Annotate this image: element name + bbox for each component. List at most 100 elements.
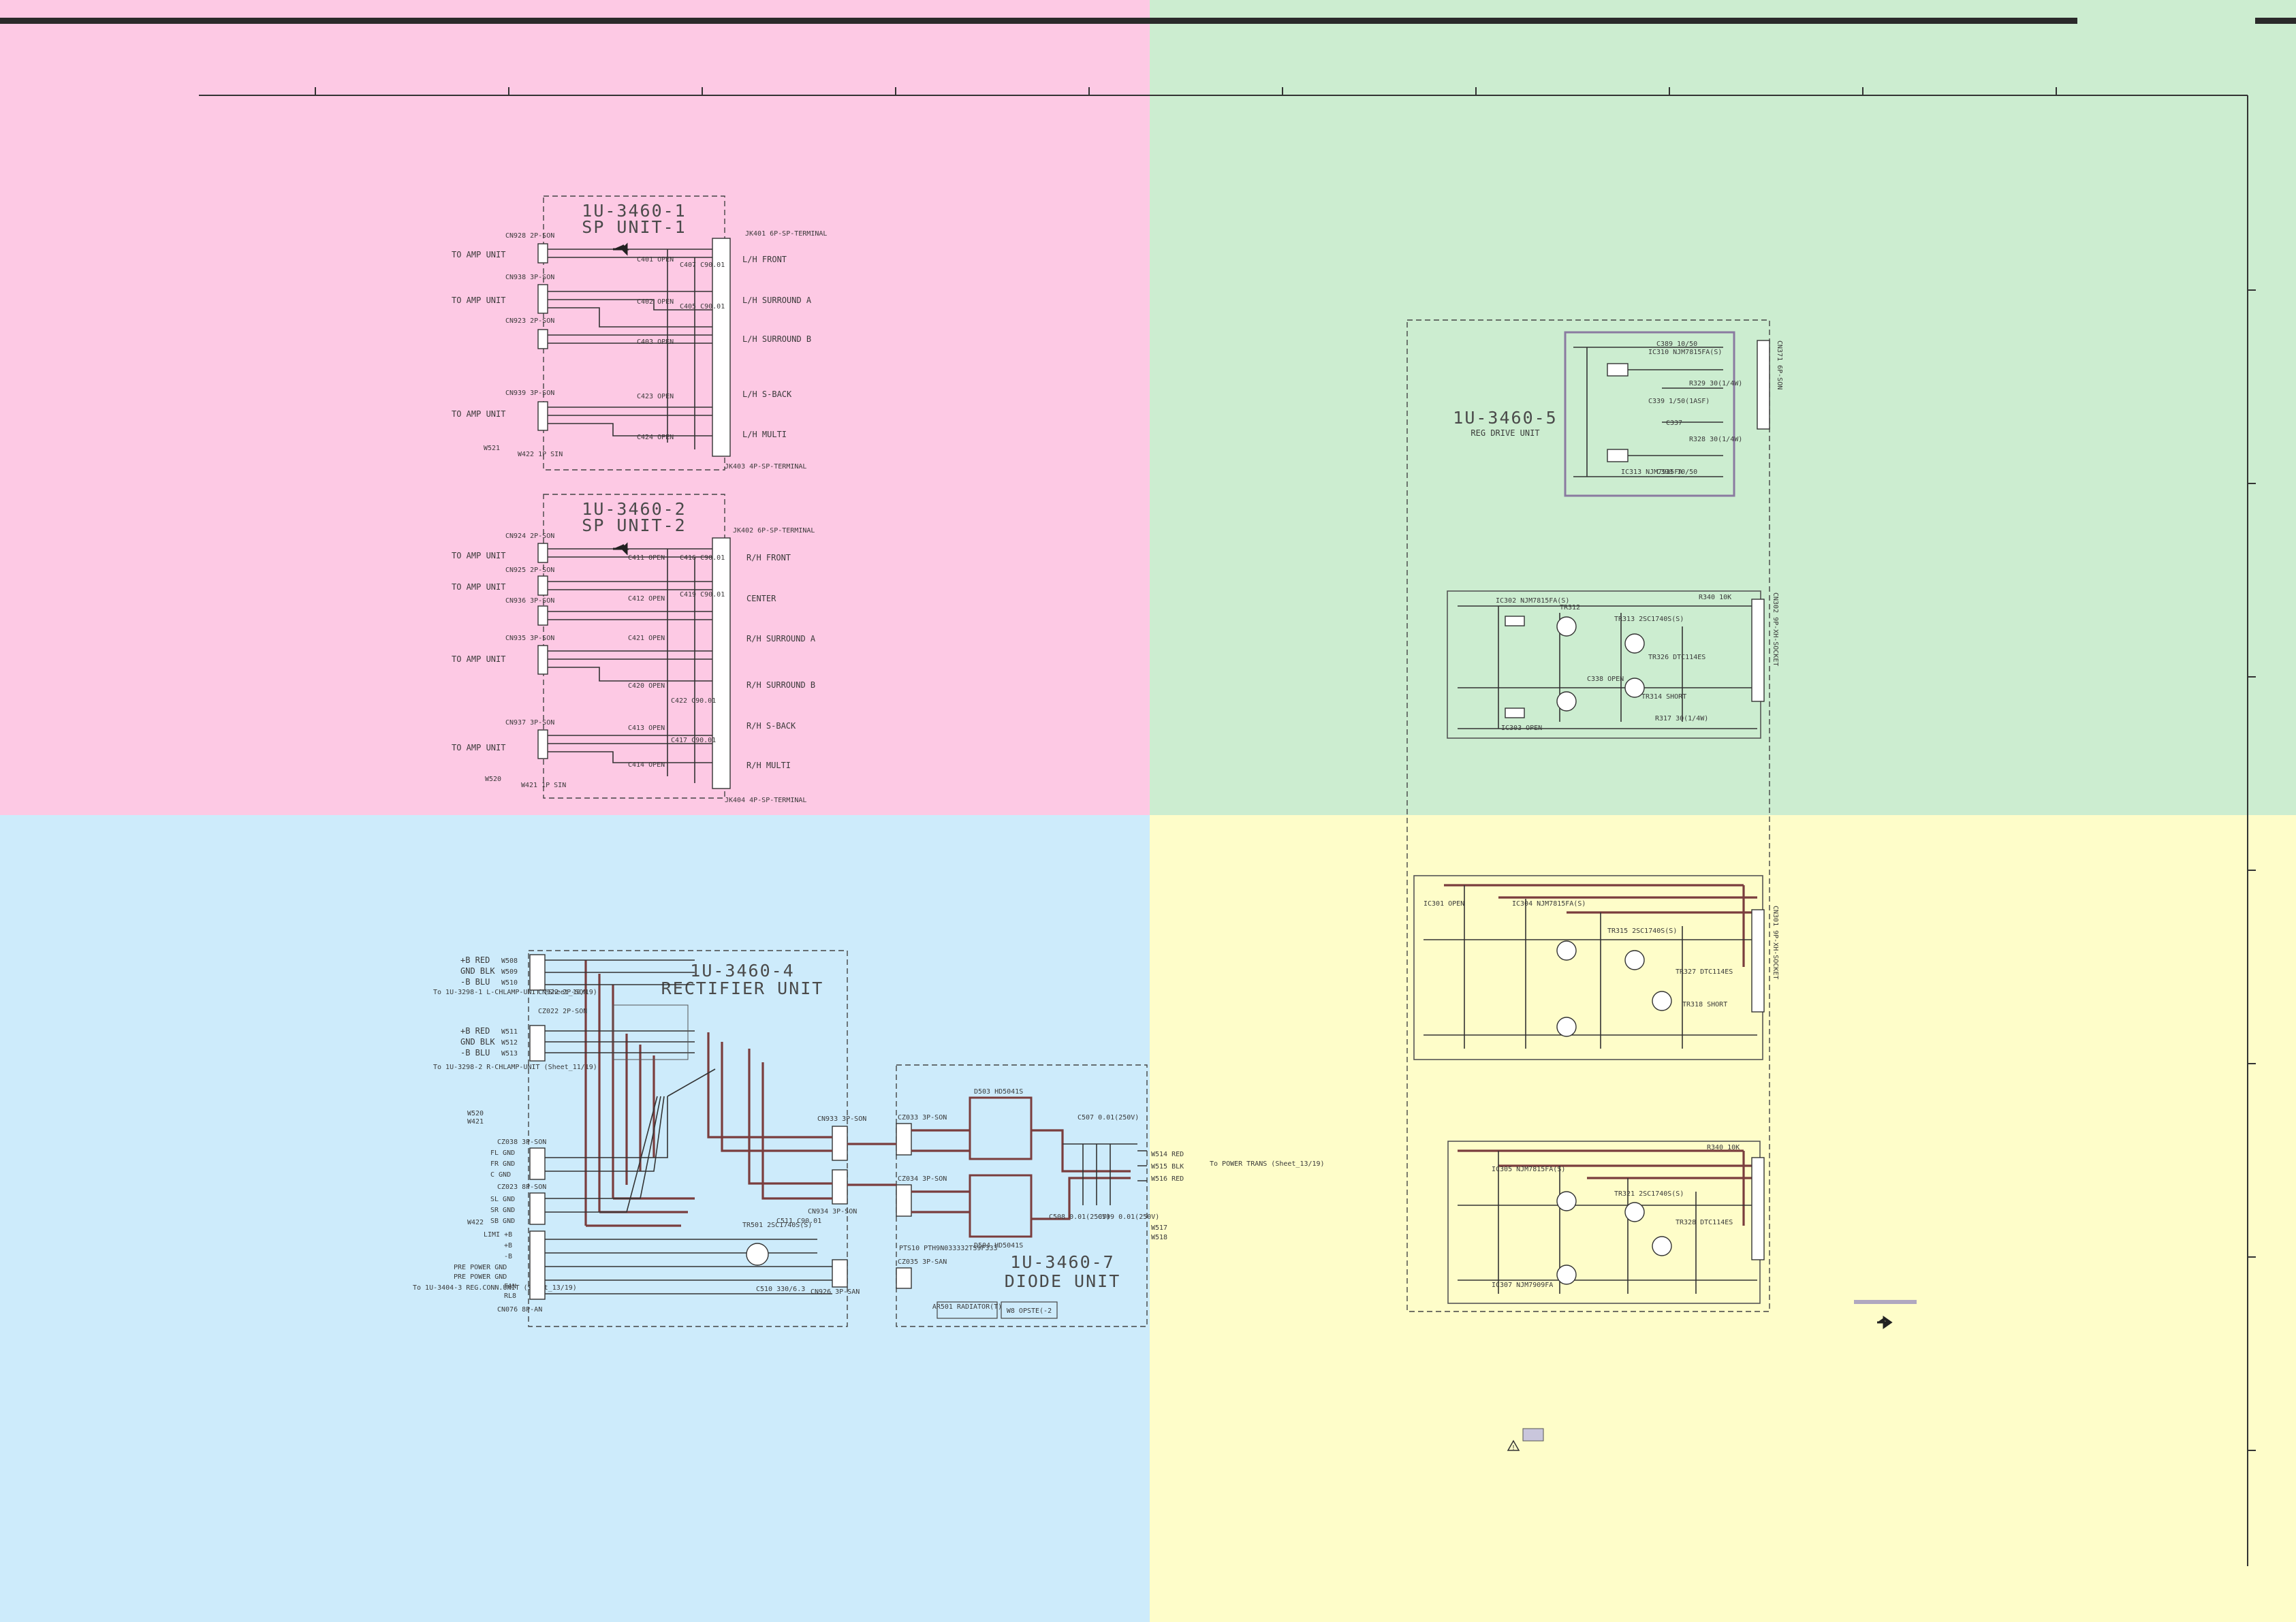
rect-part-cz023: CZ023 8P-SON — [497, 1183, 546, 1191]
sp-unit-1-subtitle: SP UNIT-1 — [582, 217, 686, 237]
rect-input-1: +B RED — [460, 955, 490, 965]
reg-section-background — [1150, 0, 2296, 815]
sp2-connector-2: CN925 2P-SON — [505, 567, 554, 574]
reg-drive-part-4: C390 10/50 — [1656, 468, 1697, 476]
sp1-to-amp-2: TO AMP UNIT — [452, 296, 505, 305]
diode-part-3: CZ035 3P-SAN — [898, 1258, 947, 1266]
reg-block-1-part-5: TR314 SHORT — [1641, 693, 1686, 701]
reg-block-1-part-2: TR312 — [1560, 604, 1580, 611]
sp2-terminal-top: JK402 6P-SP-TERMINAL — [733, 527, 815, 535]
diode-badge-2: W8 OPSTE(-2 — [1007, 1307, 1052, 1315]
sp1-connector-3: CN923 2P-SON — [505, 317, 554, 325]
reg-block-1-part-1: IC302 NJM7815FA(S) — [1496, 597, 1569, 605]
diode-out-3: W516 RED — [1151, 1175, 1184, 1183]
rect-part-tr501: TR501 2SC1740S(S) — [742, 1222, 812, 1229]
sp2-output-5: R/H S-BACK — [746, 721, 796, 731]
rect-left-3: FL GND — [490, 1149, 515, 1157]
reg-block-1: IC302 NJM7815FA(S) TR312 TR313 2SC1740S(… — [1447, 590, 1779, 739]
diode-part-6: C507 0.01(250V) — [1078, 1114, 1139, 1122]
rect-part-cz038: CZ038 3P-SON — [497, 1139, 546, 1146]
rect-input-2: GND BLK — [460, 966, 495, 976]
rect-wire-6: W513 — [501, 1050, 518, 1058]
regdrive-section-background — [1150, 815, 2296, 1622]
reg-drive-part-8: C337 — [1666, 419, 1682, 427]
rect-bottom-conn: CN076 8P-AN — [497, 1306, 542, 1314]
reg-drive-subtitle: REG DRIVE UNIT — [1471, 428, 1539, 438]
rect-ref-3: To 1U-3404-3 REG.CONN.UNIT (Sheet_13/19) — [413, 1284, 577, 1292]
yellow-2-part-2: IC307 NJM7909FA — [1492, 1282, 1553, 1289]
sp2-output-2: CENTER — [746, 594, 776, 603]
reg-drive-outer — [1406, 319, 1770, 1312]
rectifier-subtitle: RECTIFIER UNIT — [661, 979, 824, 998]
arrow-icon — [1877, 1316, 1893, 1329]
rect-part-cn933: CN933 3P-SON — [817, 1115, 866, 1123]
sp-unit-2: 1U-3460-2 SP UNIT-2 TO AMP UNIT TO AMP U… — [452, 494, 816, 804]
reg-drive-part-3: C389 10/50 — [1656, 340, 1697, 348]
sp1-connector-4: CN939 3P-SON — [505, 389, 554, 397]
power-section-background — [0, 815, 1150, 1622]
rectifier-unit: 1U-3460-4 RECTIFIER UNIT +B RED GND BLK … — [413, 950, 866, 1327]
sp2-cap-3: C412 OPEN — [628, 595, 665, 603]
reg-block-1-part-4: TR326 DTC114ES — [1648, 654, 1705, 661]
diode-out-2: W515 BLK — [1151, 1163, 1184, 1171]
diode-out-5: W518 — [1151, 1234, 1167, 1241]
rect-input-3: -B BLU — [460, 977, 490, 987]
rect-wire-3: W510 — [501, 979, 518, 987]
sp1-connector-1: CN928 2P-SON — [505, 232, 554, 240]
sheet-frame — [199, 87, 2256, 1566]
rect-left-12: -B — [504, 1253, 512, 1260]
rect-wire-1: W508 — [501, 957, 518, 965]
yellow-block-1: IC301 OPEN IC304 NJM7815FA(S) TR315 2SC1… — [1413, 875, 1779, 1060]
sp2-output-6: R/H MULTI — [746, 761, 791, 770]
rect-left-15: FAN — [504, 1283, 516, 1290]
rect-ref-2: To 1U-3298-2 R-CHLAMP-UNIT (Sheet_11/19) — [433, 1064, 597, 1071]
reg-drive-unit: 1U-3460-5 REG DRIVE UNIT IC310 NJM7815FA… — [1453, 331, 1783, 497]
sp1-connector-2: CN938 3P-SON — [505, 274, 554, 281]
sp1-cap-1: C401 OPEN — [637, 256, 674, 264]
yellow-1-part-3: TR315 2SC1740S(S) — [1607, 927, 1677, 935]
rect-input-4: +B RED — [460, 1026, 490, 1036]
sp2-cap-6: C420 OPEN — [628, 682, 665, 690]
sp1-terminal-top: JK401 6P-SP-TERMINAL — [745, 230, 827, 238]
sp1-cap-7: C424 OPEN — [637, 434, 674, 441]
sp2-cap-8: C413 OPEN — [628, 725, 665, 732]
rect-wire-5: W512 — [501, 1039, 518, 1047]
rect-left-13: PRE POWER GND — [454, 1264, 507, 1271]
sp2-to-amp-4: TO AMP UNIT — [452, 743, 505, 752]
diode-badge-1: AR501 RADIATOR(T) — [932, 1303, 1002, 1311]
sp2-cap-2: C416 C90.01 — [680, 554, 725, 562]
rect-left-5: C GND — [490, 1171, 511, 1179]
sp2-output-3: R/H SURROUND A — [746, 634, 816, 643]
rect-part-c510: C510 330/6.3 — [756, 1286, 805, 1293]
sp2-output-4: R/H SURROUND B — [746, 680, 815, 690]
rect-input-5: GND BLK — [460, 1037, 495, 1047]
yellow-block-2: IC305 NJM7815FA(S) IC307 NJM7909FA TR321… — [1447, 1141, 1765, 1304]
sp2-terminal-bottom: JK404 4P-SP-TERMINAL — [725, 797, 806, 804]
reg-block-1-part-3: TR313 2SC1740S(S) — [1614, 616, 1684, 623]
rect-part-cn926: CN926 3P-SAN — [811, 1288, 860, 1296]
sp2-connector-4: CN935 3P-SON — [505, 635, 554, 642]
reg-block-1-part-8: C338 OPEN — [1587, 675, 1624, 683]
diode-part-8: C509 0.01(250V) — [1098, 1213, 1159, 1221]
diode-part-5: D504 HD5041S — [974, 1242, 1023, 1250]
sp1-cap-2: C407 C90.01 — [680, 261, 725, 269]
sp1-wire-ref-2: W422 1P SIN — [518, 451, 563, 458]
rect-wire-2: W509 — [501, 968, 518, 976]
warning-icon: ! — [1507, 1440, 1520, 1452]
sp1-cap-5: C403 OPEN — [637, 338, 674, 346]
reg-drive-title: 1U-3460-5 — [1453, 408, 1557, 428]
rectifier-title: 1U-3460-4 — [690, 961, 794, 981]
sp2-connector-3: CN936 3P-SON — [505, 597, 554, 605]
reg-block-1-part-6: R340 10K — [1699, 594, 1731, 601]
svg-text:!: ! — [1511, 1444, 1515, 1452]
top-border-bar-right — [2255, 18, 2296, 24]
diode-out-4: W517 — [1151, 1224, 1167, 1232]
sp1-output-1: L/H FRONT — [742, 255, 787, 264]
rect-left-2: W421 — [467, 1118, 484, 1126]
diode-part-4: D503 HD5041S — [974, 1088, 1023, 1096]
yellow-2-part-1: IC305 NJM7815FA(S) — [1492, 1166, 1565, 1173]
sp2-to-amp-1: TO AMP UNIT — [452, 551, 505, 560]
sp1-output-3: L/H SURROUND B — [742, 334, 811, 344]
sp2-cap-1: C411 OPEN — [628, 554, 665, 562]
